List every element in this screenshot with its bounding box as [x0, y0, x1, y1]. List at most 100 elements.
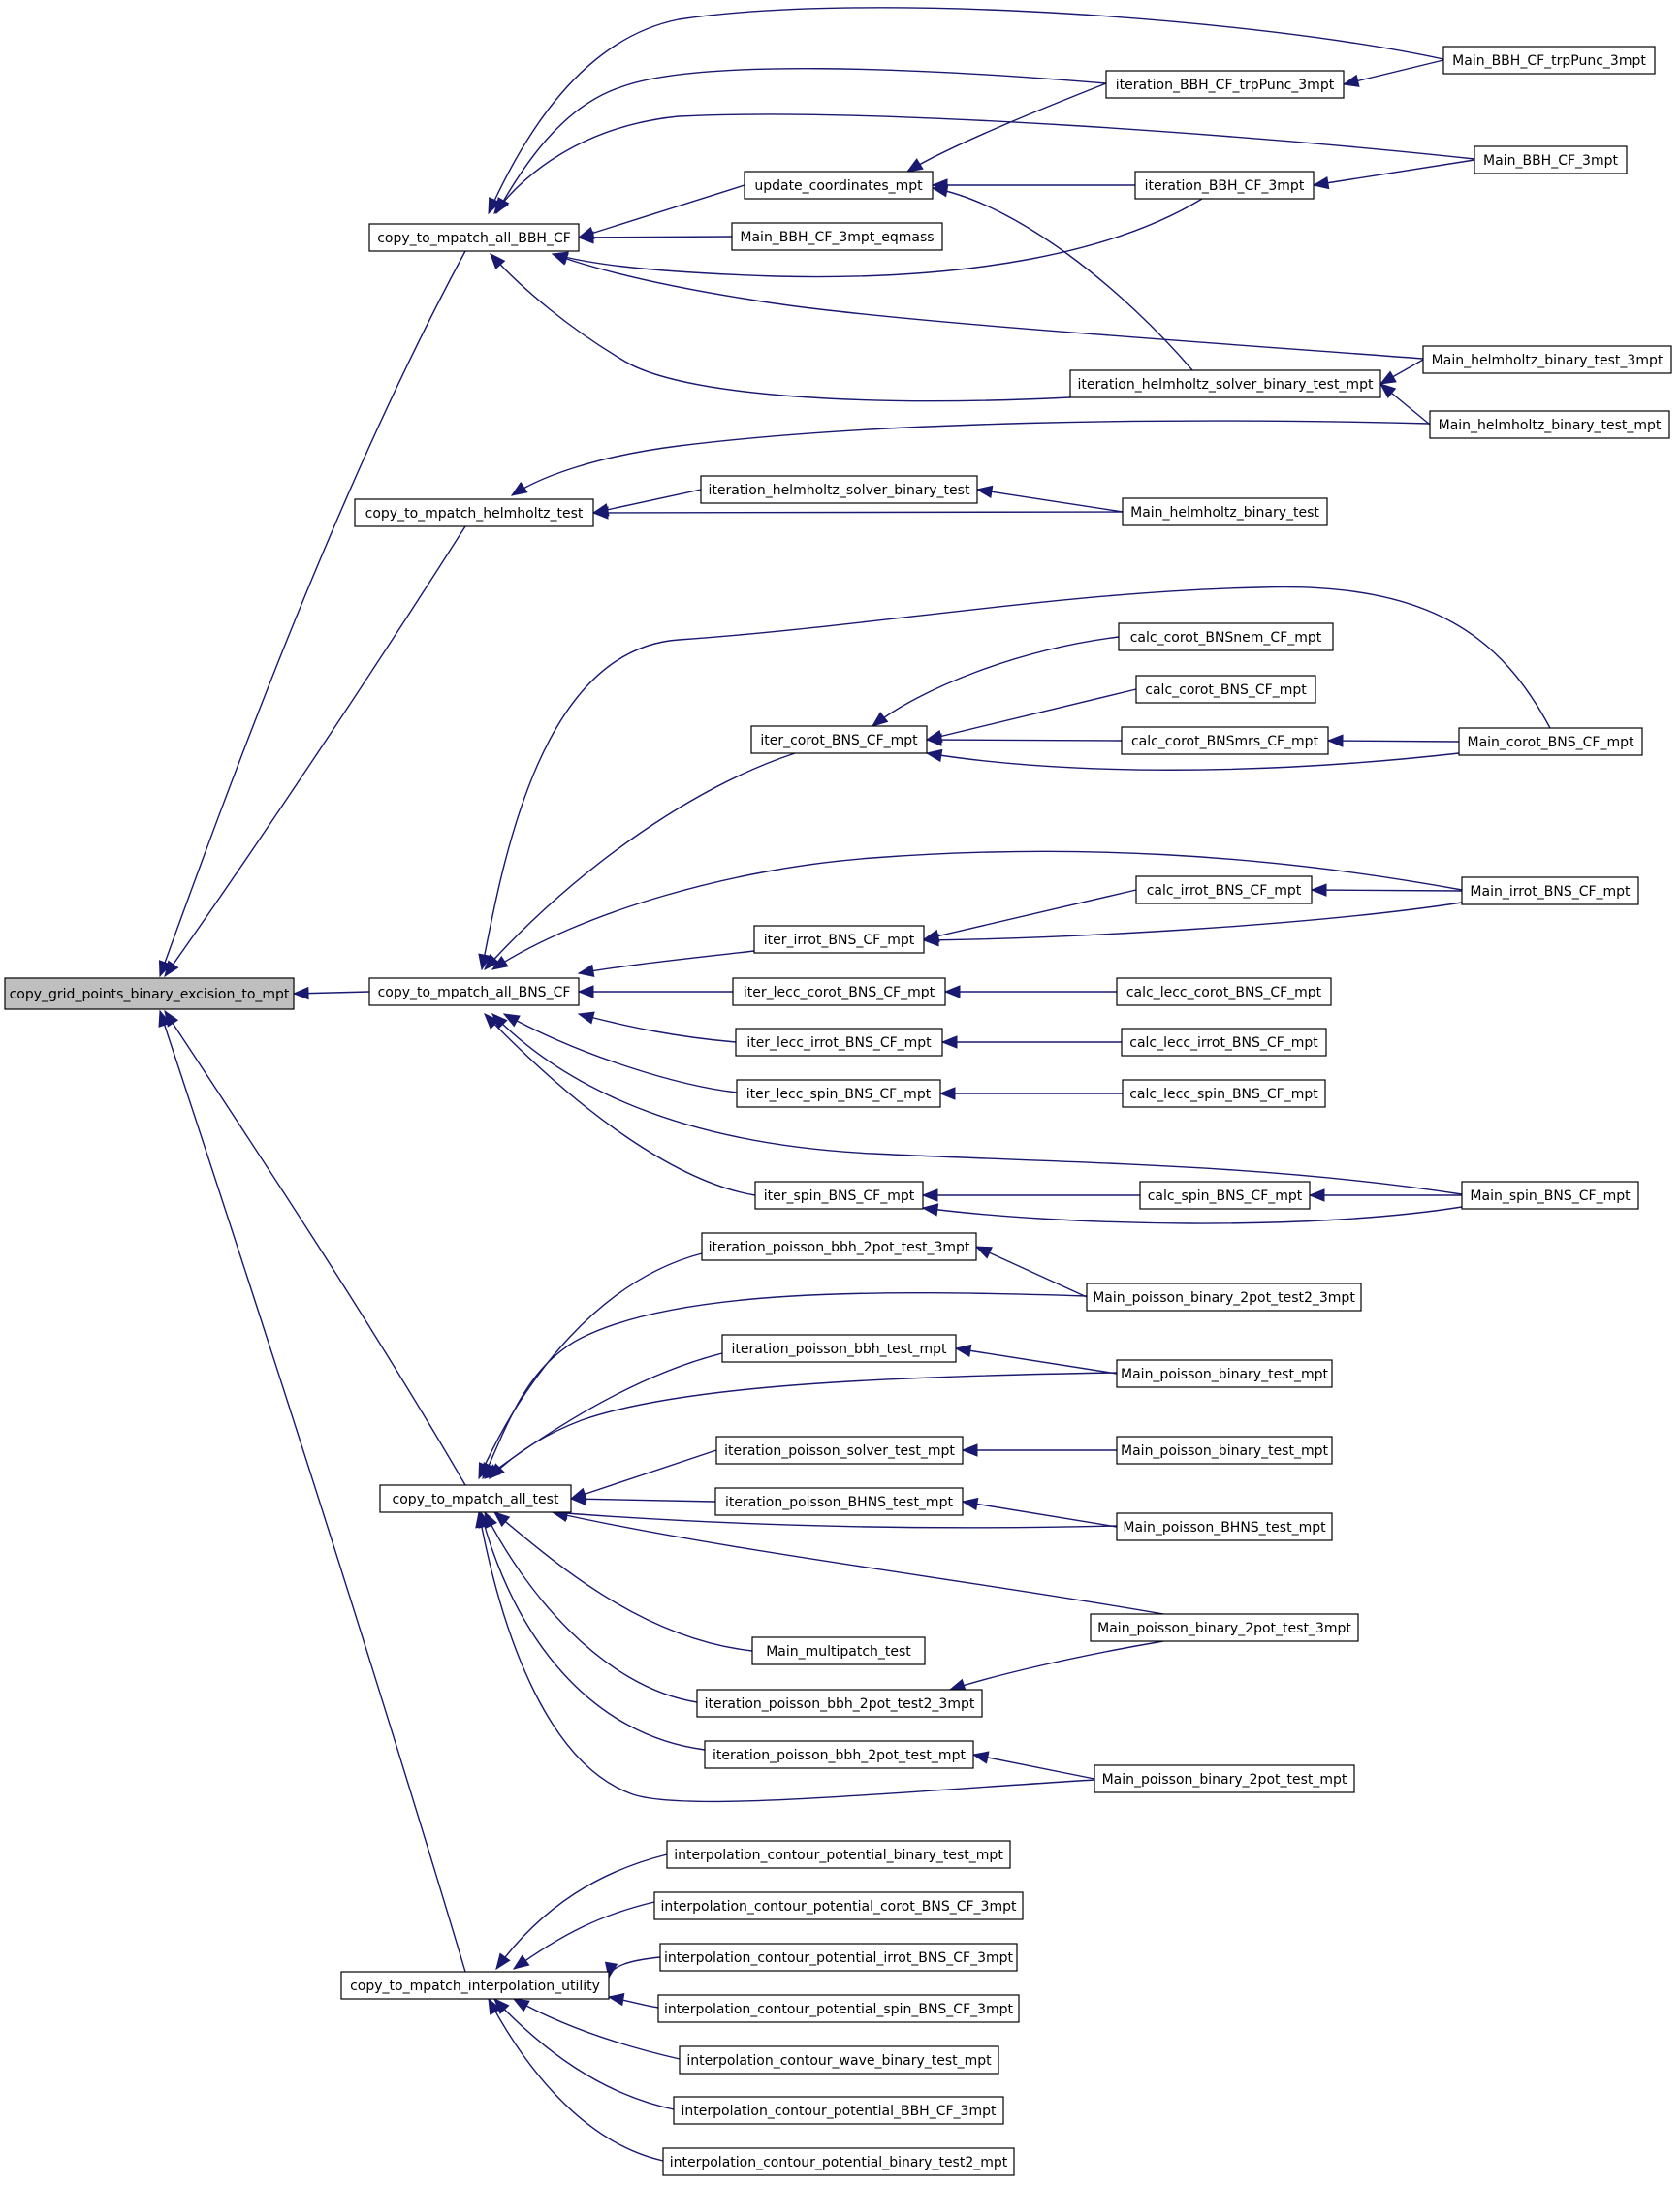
arrow-head	[1379, 370, 1397, 385]
node-copy-grid[interactable]: copy_grid_points_binary_excision_to_mpt	[4, 977, 295, 1010]
node-il-spin[interactable]: iter_lecc_spin_BNS_CF_mpt	[736, 1079, 941, 1108]
node-ip-2pot[interactable]: iteration_poisson_bbh_2pot_test_mpt	[704, 1740, 974, 1769]
arrow-head	[484, 953, 500, 970]
edge-mp_2pot2_3-to-ip_2pot3	[974, 1246, 1088, 1298]
node-iter-corot[interactable]: iter_corot_BNS_CF_mpt	[750, 725, 928, 754]
node-label: copy_to_mpatch_all_BNS_CF	[378, 985, 571, 1000]
arrow-head	[591, 506, 609, 520]
node-c-test[interactable]: copy_to_mpatch_all_test	[379, 1484, 572, 1513]
arrow-head	[484, 1013, 500, 1030]
node-box	[1122, 497, 1328, 526]
node-ip-2pot3[interactable]: iteration_poisson_bbh_2pot_test_3mpt	[701, 1232, 977, 1261]
edge-line	[552, 253, 1424, 360]
node-cc-nem[interactable]: calc_corot_BNSnem_CF_mpt	[1118, 622, 1334, 651]
node-it-trp[interactable]: iteration_BBH_CF_trpPunc_3mpt	[1105, 70, 1345, 99]
node-mp-bin2[interactable]: Main_poisson_binary_test_mpt	[1116, 1436, 1333, 1465]
edge-line	[489, 1372, 1118, 1479]
node-c-bbh[interactable]: copy_to_mpatch_all_BBH_CF	[368, 223, 580, 252]
node-i7[interactable]: interpolation_contour_potential_binary_t…	[662, 2147, 1015, 2176]
edge-line	[1327, 740, 1460, 743]
edge-line	[949, 1640, 1164, 1691]
node-i1[interactable]: interpolation_contour_potential_binary_t…	[666, 1840, 1011, 1869]
node-iter-spin[interactable]: iter_spin_BNS_CF_mpt	[754, 1181, 924, 1210]
node-c-interp[interactable]: copy_to_mpatch_interpolation_utility	[340, 1971, 610, 2000]
edge-m_corot-to-iter_corot	[925, 748, 1460, 771]
edge-line	[495, 1853, 668, 1970]
edge-cc_nem-to-iter_corot	[871, 636, 1120, 727]
edge-line	[493, 113, 1475, 214]
arrow-head	[975, 485, 994, 499]
edge-upd-to-c_bbh	[577, 184, 745, 239]
node-mp-bhns[interactable]: Main_poisson_BHNS_test_mpt	[1116, 1512, 1333, 1541]
node-mp-2pot2-3[interactable]: Main_poisson_binary_2pot_test2_3mpt	[1086, 1283, 1362, 1312]
node-i6[interactable]: interpolation_contour_potential_BBH_CF_3…	[673, 2096, 1004, 2125]
node-label: Main_BBH_CF_3mpt_eqmass	[740, 230, 934, 245]
edge-line	[511, 420, 1431, 496]
node-it-helm-mpt[interactable]: iteration_helmholtz_solver_binary_test_m…	[1069, 369, 1381, 398]
node-ip-2pot2-3[interactable]: iteration_poisson_bbh_2pot_test2_3mpt	[696, 1689, 983, 1718]
node-mp-bin1[interactable]: Main_poisson_binary_test_mpt	[1116, 1359, 1333, 1388]
node-upd[interactable]: update_coordinates_mpt	[744, 171, 934, 200]
node-ip-bhns[interactable]: iteration_poisson_BHNS_test_mpt	[714, 1487, 964, 1516]
node-label: calc_lecc_spin_BNS_CF_mpt	[1129, 1087, 1318, 1102]
node-box	[731, 222, 943, 251]
node-i5[interactable]: interpolation_contour_wave_binary_test_m…	[679, 2045, 999, 2075]
arrow-head	[577, 964, 595, 978]
node-cc-bns[interactable]: calc_corot_BNS_CF_mpt	[1135, 675, 1316, 704]
node-m-irrot[interactable]: Main_irrot_BNS_CF_mpt	[1461, 876, 1639, 905]
node-label: Main_irrot_BNS_CF_mpt	[1470, 884, 1631, 900]
arrow-head	[495, 1952, 511, 1971]
node-c-irrot[interactable]: calc_irrot_BNS_CF_mpt	[1135, 875, 1313, 904]
node-box	[1461, 1181, 1639, 1210]
edge-il_spin-to-c_bns	[502, 1013, 738, 1093]
node-i4[interactable]: interpolation_contour_potential_spin_BNS…	[657, 1994, 1020, 2023]
node-m-helm3[interactable]: Main_helmholtz_binary_test_3mpt	[1422, 345, 1672, 374]
edge-line	[975, 1246, 1088, 1298]
node-i3[interactable]: interpolation_contour_potential_irrot_BN…	[659, 1943, 1018, 1972]
arrow-head	[921, 1188, 938, 1202]
node-m-bbh3[interactable]: Main_BBH_CF_3mpt	[1474, 145, 1628, 174]
node-label: calc_lecc_irrot_BNS_CF_mpt	[1129, 1035, 1318, 1051]
node-m-bbh-eq[interactable]: Main_BBH_CF_3mpt_eqmass	[731, 222, 943, 251]
arrow-head	[931, 184, 949, 198]
node-cl-spin[interactable]: calc_lecc_spin_BNS_CF_mpt	[1122, 1079, 1326, 1108]
node-it-bbh3[interactable]: iteration_BBH_CF_3mpt	[1134, 171, 1315, 200]
node-label: iteration_poisson_bbh_2pot_test_3mpt	[709, 1240, 970, 1255]
edge-cl_corot-to-il_corot	[943, 985, 1117, 998]
edge-line	[481, 586, 1551, 970]
node-it-helm[interactable]: iteration_helmholtz_solver_binary_test	[700, 475, 978, 504]
node-m-helm[interactable]: Main_helmholtz_binary_test	[1122, 497, 1328, 526]
node-c-spin[interactable]: calc_spin_BNS_CF_mpt	[1139, 1181, 1311, 1210]
node-mp-2pot3[interactable]: Main_poisson_binary_2pot_test_3mpt	[1090, 1613, 1359, 1642]
node-label: iteration_poisson_bbh_2pot_test_mpt	[713, 1748, 966, 1763]
node-label: interpolation_contour_potential_irrot_BN…	[664, 1950, 1014, 1966]
node-m-helm-mpt[interactable]: Main_helmholtz_binary_test_mpt	[1429, 410, 1670, 439]
node-label: iter_spin_BNS_CF_mpt	[764, 1188, 915, 1204]
node-cl-corot[interactable]: calc_lecc_corot_BNS_CF_mpt	[1116, 977, 1332, 1006]
node-il-corot[interactable]: iter_lecc_corot_BNS_CF_mpt	[732, 977, 946, 1006]
node-cl-irrot[interactable]: calc_lecc_irrot_BNS_CF_mpt	[1121, 1028, 1327, 1057]
edge-line	[491, 1013, 1463, 1195]
edge-line	[932, 187, 1193, 371]
arrow-head	[1308, 1188, 1325, 1202]
node-box	[750, 725, 928, 754]
node-c-helm[interactable]: copy_to_mpatch_helmholtz_test	[354, 498, 594, 527]
node-m-trp[interactable]: Main_BBH_CF_trpPunc_3mpt	[1442, 46, 1656, 75]
node-box	[1090, 1613, 1359, 1642]
edge-c_spin-to-iter_spin	[921, 1188, 1140, 1202]
node-m-corot[interactable]: Main_corot_BNS_CF_mpt	[1458, 727, 1643, 756]
node-m-multi[interactable]: Main_multipatch_test	[751, 1636, 926, 1665]
node-ip-solver[interactable]: iteration_poisson_solver_test_mpt	[715, 1436, 964, 1465]
node-mp-2pot[interactable]: Main_poisson_binary_2pot_test_mpt	[1094, 1764, 1355, 1793]
edge-cc_bns-to-iter_corot	[925, 688, 1137, 743]
node-il-irrot[interactable]: iter_lecc_irrot_BNS_CF_mpt	[735, 1028, 943, 1057]
arrow-head	[577, 231, 594, 244]
edge-it_trp-to-upd	[905, 82, 1107, 173]
node-ip-bbh[interactable]: iteration_poisson_bbh_test_mpt	[721, 1334, 957, 1363]
node-cc-mrs[interactable]: calc_corot_BNSmrs_CF_mpt	[1121, 726, 1329, 755]
arrow-head	[974, 1246, 993, 1259]
node-m-spin[interactable]: Main_spin_BNS_CF_mpt	[1461, 1181, 1639, 1210]
node-c-bns[interactable]: copy_to_mpatch_all_BNS_CF	[368, 977, 580, 1006]
node-iter-irrot[interactable]: iter_irrot_BNS_CF_mpt	[753, 925, 925, 954]
node-i2[interactable]: interpolation_contour_potential_corot_BN…	[653, 1891, 1024, 1920]
